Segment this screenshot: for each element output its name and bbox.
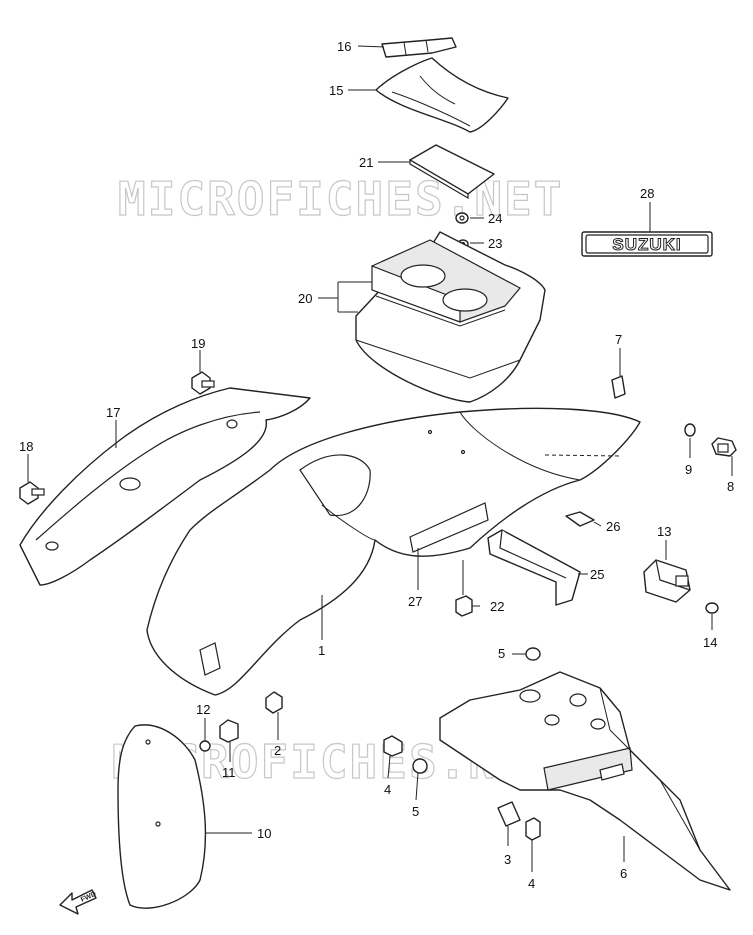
part-2-bolt [265, 691, 283, 714]
part-3-clip [497, 801, 521, 827]
part-8-bolt [711, 437, 737, 457]
part-4-bolt-lower [525, 817, 541, 841]
callout-13: 13 [657, 524, 671, 539]
callout-3: 3 [504, 852, 511, 867]
callout-19: 19 [191, 336, 205, 351]
callout-9: 9 [685, 462, 692, 477]
callout-18: 18 [19, 439, 33, 454]
callout-25: 25 [590, 567, 604, 582]
callout-2: 2 [274, 743, 281, 758]
emblem-text: SUZUKI [612, 235, 681, 254]
callout-21: 21 [359, 155, 373, 170]
watermark-top: MICROFICHES.NET [118, 172, 563, 226]
callout-23: 23 [488, 236, 502, 251]
part-18-bolt [19, 481, 45, 505]
part-17-side-cover [19, 387, 311, 586]
callout-17: 17 [106, 405, 120, 420]
part-21-plate [409, 144, 495, 200]
callout-16: 16 [337, 39, 351, 54]
part-24-nut [455, 212, 469, 224]
part-12-washer [199, 740, 211, 752]
callout-28: 28 [640, 186, 654, 201]
callout-12: 12 [196, 702, 210, 717]
part-1-rear-fender [146, 407, 641, 696]
part-26-pad [565, 511, 595, 527]
part-16-strap [381, 37, 457, 58]
part-5-grommet-lower [412, 758, 428, 774]
callout-numbers: 16 15 21 24 23 28 20 19 17 18 7 9 8 26 2… [19, 39, 734, 891]
part-11-bolt [219, 719, 239, 743]
callout-1: 1 [318, 643, 325, 658]
callout-27: 27 [408, 594, 422, 609]
part-6-rear-bracket [439, 671, 731, 891]
callout-20: 20 [298, 291, 312, 306]
part-19-bolt [191, 371, 215, 395]
part-7-clip [611, 375, 626, 399]
part-10-mudflap [117, 724, 207, 909]
callout-10: 10 [257, 826, 271, 841]
callout-5-upper: 5 [498, 646, 505, 661]
part-20-battery-box [355, 231, 546, 403]
callout-14: 14 [703, 635, 717, 650]
callout-7: 7 [615, 332, 622, 347]
part-9-washer [684, 423, 696, 437]
callout-26: 26 [606, 519, 620, 534]
callout-24: 24 [488, 211, 502, 226]
part-13-connector [643, 559, 691, 603]
part-4-bolt-upper [383, 735, 403, 757]
callout-15: 15 [329, 83, 343, 98]
part-14-screw [705, 602, 719, 614]
callout-22: 22 [490, 599, 504, 614]
leader-lines [27, 45, 733, 872]
callout-6: 6 [620, 866, 627, 881]
part-22-bolt [455, 595, 473, 617]
part-15-tool-bag [375, 57, 509, 133]
callout-8: 8 [727, 479, 734, 494]
part-5-grommet-upper [525, 647, 541, 661]
part-28-emblem: SUZUKI [581, 231, 713, 257]
callout-4-upper: 4 [384, 782, 391, 797]
fwd-arrow-icon: FWD [59, 889, 97, 915]
callout-11: 11 [222, 765, 236, 780]
part-25-handle [487, 529, 581, 606]
callout-5-lower: 5 [412, 804, 419, 819]
callout-4-lower: 4 [528, 876, 535, 891]
